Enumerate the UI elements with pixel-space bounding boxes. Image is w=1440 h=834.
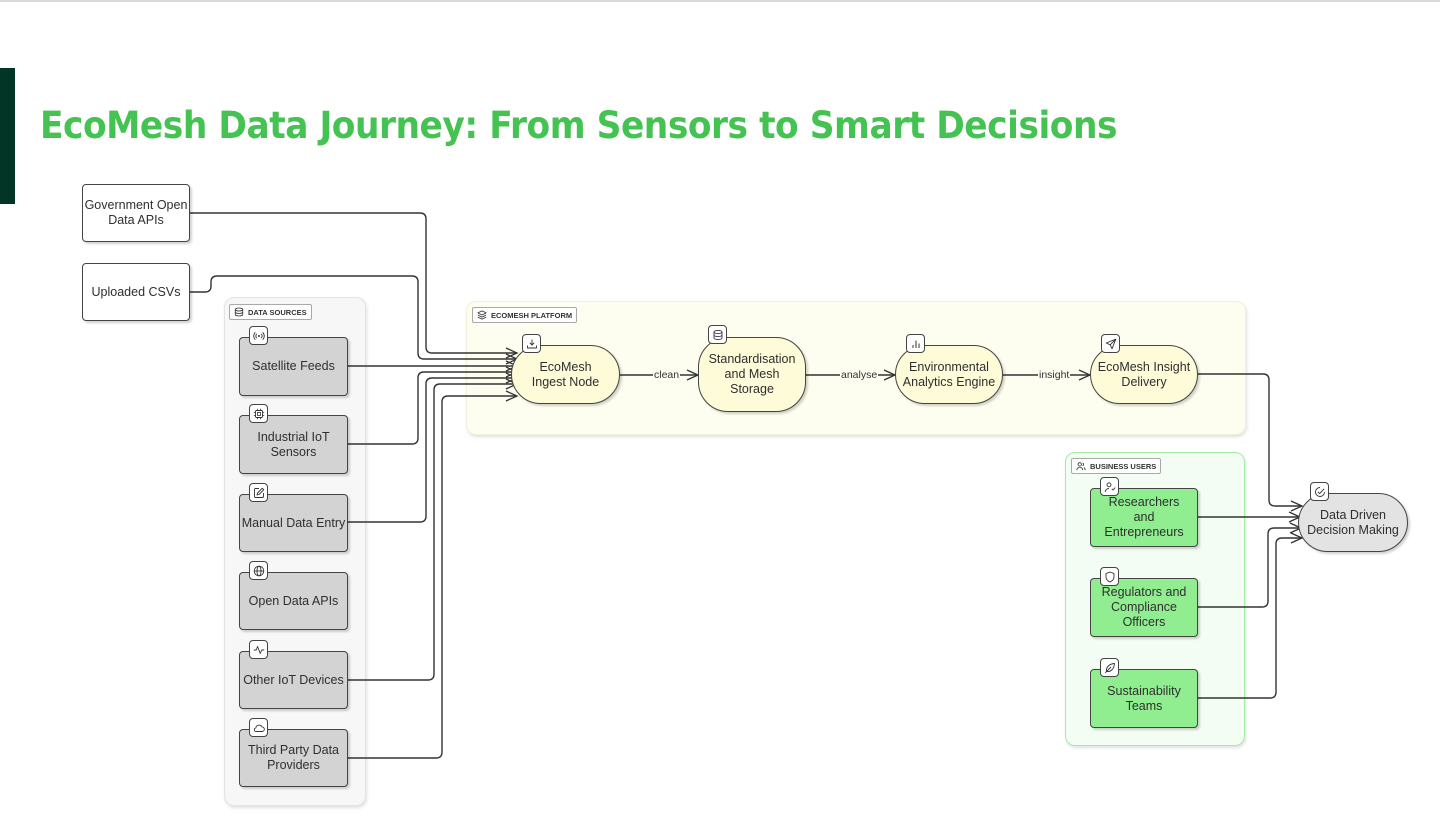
node-standardisation-mesh-storage[interactable]: Standardisation and Mesh Storage — [698, 337, 806, 412]
group-label-text: DATA SOURCES — [248, 307, 307, 317]
edge-label-analyse: analyse — [840, 369, 879, 381]
download-icon — [522, 334, 541, 353]
edge-csv-ingest — [190, 275, 519, 365]
users-icon — [1076, 462, 1086, 471]
node-label: Other IoT Devices — [243, 672, 344, 687]
node-sustainability-teams[interactable]: Sustainability Teams — [1090, 669, 1198, 728]
cpu-chip-icon — [249, 404, 268, 423]
activity-icon — [249, 640, 268, 659]
node-open-data-apis[interactable]: Open Data APIs — [239, 572, 348, 630]
group-label-text: BUSINESS USERS — [1090, 461, 1157, 471]
node-ecomesh-insight-delivery[interactable]: EcoMesh Insight Delivery — [1090, 345, 1198, 404]
edge-label-clean: clean — [653, 369, 681, 381]
group-label-platform: ECOMESH PLATFORM — [472, 307, 578, 323]
node-label: Regulators and Compliance Officers — [1101, 585, 1187, 629]
node-label: Industrial IoT Sensors — [257, 429, 330, 459]
node-ecomesh-ingest-node[interactable]: EcoMesh Ingest Node — [511, 345, 620, 404]
node-label: Standardisation and Mesh Storage — [708, 352, 796, 396]
node-label: EcoMesh Insight Delivery — [1097, 359, 1191, 389]
check-circle-icon — [1310, 482, 1329, 501]
node-label: Government Open Data APIs — [84, 198, 188, 227]
edge-oiot-ingest — [348, 378, 519, 681]
node-label: Environmental Analytics Engine — [902, 359, 996, 389]
node-third-party-data-providers[interactable]: Third Party Data Providers — [239, 729, 348, 787]
edge-manual-ingest — [348, 372, 519, 523]
node-label: Uploaded CSVs — [91, 284, 181, 299]
edge-gov-ingest — [190, 212, 519, 359]
user-check-icon — [1100, 477, 1119, 496]
shield-icon — [1100, 567, 1119, 586]
globe-icon — [249, 561, 268, 580]
edge-sustain-decision — [1198, 532, 1304, 699]
node-uploaded-csvs[interactable]: Uploaded CSVs — [82, 263, 190, 321]
edge-iiot-ingest — [348, 366, 519, 445]
node-industrial-iot-sensors[interactable]: Industrial IoT Sensors — [239, 415, 348, 474]
node-regulators-compliance-officers[interactable]: Regulators and Compliance Officers — [1090, 578, 1198, 637]
node-environmental-analytics-engine[interactable]: Environmental Analytics Engine — [895, 345, 1003, 404]
edge-delivery-decision — [1198, 373, 1304, 512]
group-label-text: ECOMESH PLATFORM — [491, 310, 573, 320]
accent-bar — [0, 68, 15, 204]
edge-third-ingest — [348, 390, 519, 759]
node-label: Manual Data Entry — [241, 515, 346, 530]
edit-icon — [249, 483, 268, 502]
bar-chart-icon — [906, 334, 925, 353]
cloud-icon — [249, 718, 268, 737]
node-label: Open Data APIs — [248, 593, 339, 608]
node-manual-data-entry[interactable]: Manual Data Entry — [239, 494, 348, 552]
group-label-data-sources: DATA SOURCES — [229, 304, 312, 320]
leaf-icon — [1100, 658, 1119, 677]
node-label: EcoMesh Ingest Node — [531, 359, 600, 389]
edge-regulators-decision — [1198, 522, 1303, 608]
node-satellite-feeds[interactable]: Satellite Feeds — [239, 337, 348, 396]
database-icon — [234, 307, 244, 317]
node-label: Data Driven Decision Making — [1307, 507, 1399, 537]
node-data-driven-decision-making[interactable]: Data Driven Decision Making — [1298, 493, 1408, 552]
layers-icon — [477, 310, 487, 320]
database-icon — [708, 325, 727, 344]
broadcast-icon — [249, 326, 268, 345]
node-label: Satellite Feeds — [252, 359, 335, 373]
page-title: EcoMesh Data Journey: From Sensors to Sm… — [40, 104, 1118, 147]
node-label: Researchers and Entrepreneurs — [1104, 495, 1184, 539]
group-label-business-users: BUSINESS USERS — [1071, 458, 1162, 474]
node-label: Third Party Data Providers — [247, 743, 339, 772]
top-divider — [0, 0, 1440, 2]
edge-label-insight: insight — [1038, 369, 1071, 381]
node-other-iot-devices[interactable]: Other IoT Devices — [239, 651, 348, 709]
node-researchers-entrepreneurs[interactable]: Researchers and Entrepreneurs — [1090, 488, 1198, 547]
node-government-open-data-apis[interactable]: Government Open Data APIs — [82, 184, 190, 242]
send-icon — [1101, 334, 1120, 353]
node-label: Sustainability Teams — [1107, 683, 1181, 713]
